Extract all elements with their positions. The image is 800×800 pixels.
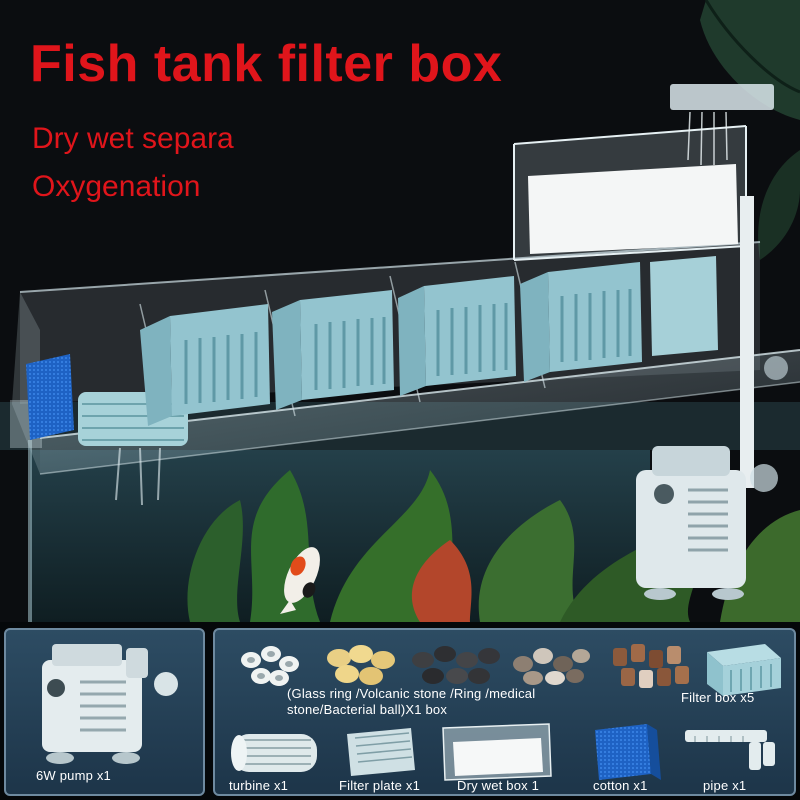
pipe-icon: [740, 196, 788, 488]
hero-scene: Fish tank filter box Dry wet separa Oxyg…: [0, 0, 800, 622]
pipe-label: pipe x1: [703, 778, 747, 793]
bacterial-ball-icon: [327, 645, 395, 685]
hero-illustration: [0, 0, 800, 622]
media-label: (Glass ring /Volcanic stone /Ring /medic…: [287, 686, 536, 717]
filter-box-icon: [707, 644, 781, 696]
pump-panel: 6W pump x1: [4, 628, 205, 796]
turbine-label: turbine x1: [229, 778, 289, 793]
dry-wet-box-label: Dry wet box 1: [457, 778, 540, 793]
filter-box-label: Filter box x5: [681, 690, 755, 705]
water-pump-icon: [42, 644, 178, 764]
feature-text-oxygenation: Oxygenation: [32, 170, 201, 203]
cotton-label: cotton x1: [593, 778, 648, 793]
pipe-icon: [685, 730, 775, 770]
koi-fish-icon: [280, 547, 320, 614]
turbine-icon: [231, 734, 317, 772]
dry-wet-box-icon: [442, 723, 552, 781]
medical-stone-icon: [513, 648, 590, 685]
filter-plate-label: Filter plate x1: [339, 778, 421, 793]
water-pump-icon: [636, 446, 778, 600]
plant-leaf-icon: [700, 0, 800, 260]
accessories-panel: (Glass ring /Volcanic stone /Ring /medic…: [213, 628, 796, 796]
feature-text-dry-wet: Dry wet separa: [32, 122, 234, 155]
product-title: Fish tank filter box: [30, 35, 503, 93]
sponge-icon: [595, 724, 661, 780]
pump-label: 6W pump x1: [36, 768, 111, 783]
accessories-illustration: [231, 644, 781, 781]
sponge-icon: [26, 354, 74, 440]
glass-ring-icon: [613, 644, 689, 688]
dry-wet-box-icon: [513, 84, 774, 261]
volcanic-stone-icon: [412, 646, 500, 684]
glass-ring-icon: [241, 646, 299, 686]
filter-plate-icon: [347, 728, 415, 776]
filter-box-icon: [140, 256, 718, 426]
